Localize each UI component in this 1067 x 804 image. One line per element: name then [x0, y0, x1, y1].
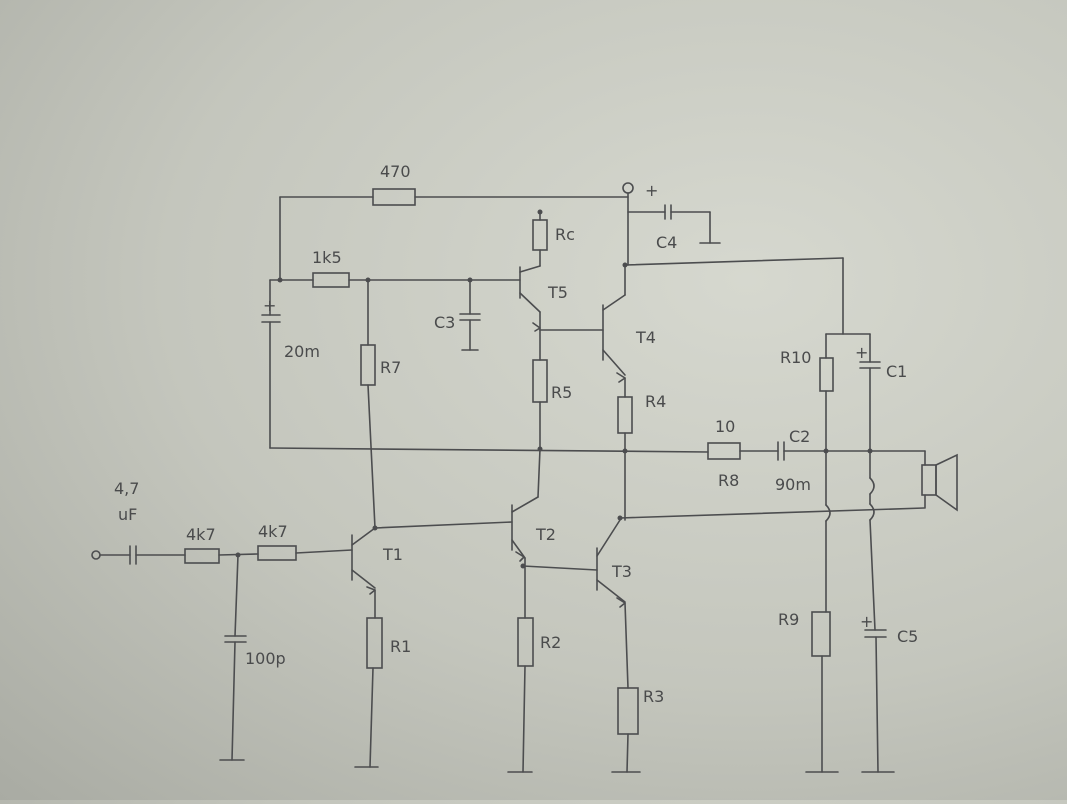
transistor-t3: T3 R3	[522, 515, 664, 773]
return-bus: R9 + C5	[619, 477, 925, 773]
c-in-unit: uF	[118, 505, 137, 524]
r9-label: R9	[778, 610, 799, 629]
r2-label: R2	[540, 633, 561, 652]
c100p-label: 100p	[245, 649, 286, 668]
c5-label: C5	[897, 627, 918, 646]
rc-resistor: Rc	[532, 209, 575, 267]
r10-label: R10	[780, 348, 811, 367]
r470-label: 470	[380, 162, 411, 181]
t4-label: T4	[635, 328, 656, 347]
t5-label: T5	[547, 283, 568, 302]
supply-plus: +	[645, 181, 658, 200]
t3-label: T3	[611, 562, 632, 581]
r5-label: R5	[551, 383, 572, 402]
transistor-t1: T1 R1	[351, 525, 411, 768]
r1k5-branch: 1k5	[277, 248, 521, 288]
r4-label: R4	[645, 392, 666, 411]
input-terminal	[91, 550, 101, 560]
r4k7b-label: 4k7	[258, 522, 288, 541]
resistor-r4: R4	[617, 392, 666, 521]
r7-label: R7	[380, 358, 401, 377]
r4k7a-label: 4k7	[186, 525, 216, 544]
transistor-t4: T4	[539, 264, 656, 398]
c1-label: C1	[886, 362, 907, 381]
transistor-t2: T2 R2	[507, 448, 561, 773]
c5-plus: +	[860, 612, 873, 631]
c20m-label: 20m	[284, 342, 320, 361]
capacitor-20m: + 20m	[261, 279, 320, 449]
supply-node: + C4	[622, 181, 721, 266]
r8-value: 10	[715, 417, 735, 436]
c2-label: C2	[789, 427, 810, 446]
c4-label: C4	[656, 233, 677, 252]
r1-label: R1	[390, 637, 411, 656]
r470-branch: 470	[279, 162, 629, 281]
capacitor-c3: C3	[434, 279, 481, 351]
transistor-t5: T5	[519, 265, 568, 332]
c20m-plus: +	[263, 296, 276, 315]
c1-plus: +	[855, 343, 868, 362]
r3-label: R3	[643, 687, 664, 706]
c2-value: 90m	[775, 475, 811, 494]
right-rail: + R10 C1	[622, 257, 907, 506]
resistor-r7: R7	[360, 279, 401, 529]
t2-label: T2	[535, 525, 556, 544]
input-section: 4,7 uF 4k7 4k7 100p	[91, 479, 353, 761]
c-in-value: 4,7	[114, 479, 139, 498]
rc-label: Rc	[555, 225, 575, 244]
t1-t2-link	[374, 521, 513, 529]
c3-label: C3	[434, 313, 455, 332]
r1k5-label: 1k5	[312, 248, 342, 267]
speaker-icon	[921, 450, 958, 512]
output-bus: 10 R8 C2 90m	[269, 417, 926, 494]
supply-terminal	[622, 182, 634, 194]
r8-label: R8	[718, 471, 739, 490]
t1-label: T1	[382, 545, 403, 564]
resistor-r5: R5	[532, 329, 572, 449]
